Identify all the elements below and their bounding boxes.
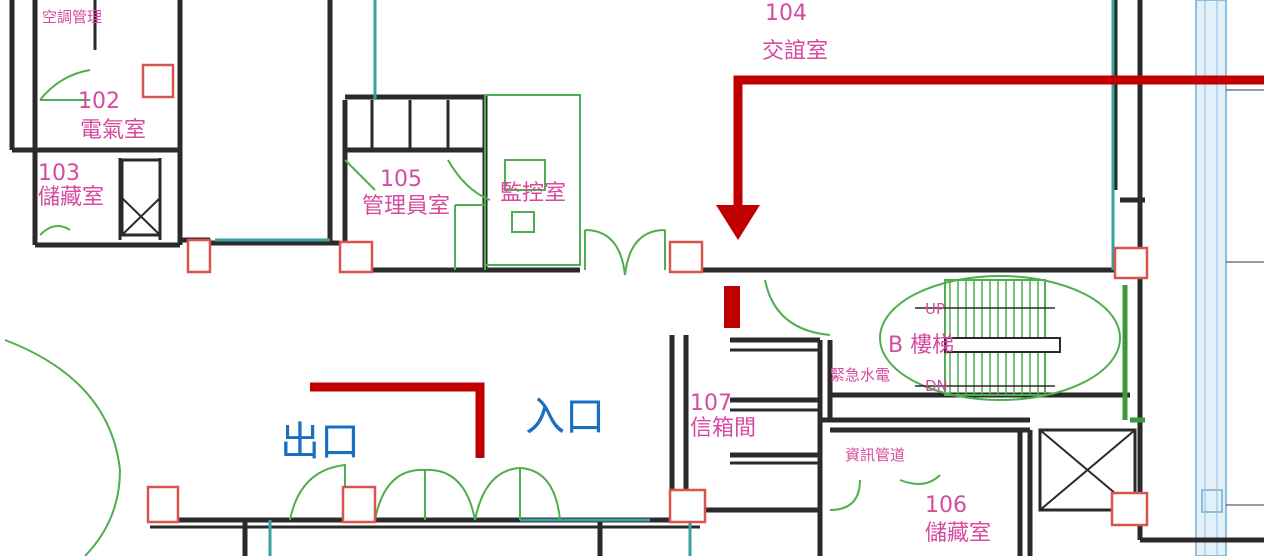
room-102-name: 電氣室 bbox=[80, 118, 146, 143]
room-105-number: 105 bbox=[380, 167, 422, 192]
route-line-bottom bbox=[310, 382, 485, 458]
route-line-top bbox=[733, 75, 1264, 215]
room-105-name: 管理員室 bbox=[362, 194, 450, 219]
info-duct-label: 資訊管道 bbox=[845, 446, 905, 464]
stairs-label: B 樓梯 bbox=[888, 333, 954, 358]
column bbox=[338, 240, 374, 274]
column bbox=[1113, 246, 1149, 280]
route bbox=[310, 75, 1264, 458]
route-arrowhead bbox=[716, 205, 760, 240]
entrance-label: 入口 bbox=[525, 394, 605, 440]
monitor-room-name: 監控室 bbox=[500, 181, 566, 206]
stairs-up: UP bbox=[925, 300, 945, 318]
room-104-name: 交誼室 bbox=[762, 39, 828, 64]
exit-label: 出口 bbox=[280, 419, 360, 465]
column bbox=[1110, 491, 1149, 527]
room-102-number: 102 bbox=[78, 89, 120, 114]
doors bbox=[4, 69, 941, 556]
room-103-number: 103 bbox=[38, 161, 80, 186]
room-106-number: 106 bbox=[925, 493, 967, 518]
room-107-name: 信箱間 bbox=[690, 416, 756, 441]
column bbox=[668, 240, 704, 274]
column bbox=[146, 485, 180, 524]
column bbox=[141, 63, 175, 99]
dimension-strip bbox=[1195, 0, 1264, 556]
room-104-number: 104 bbox=[765, 1, 807, 26]
route-dash bbox=[724, 286, 740, 328]
room-labels: 空調管理 102 電氣室 103 儲藏室 104 交誼室 105 管理員室 監控… bbox=[38, 1, 991, 546]
partitions bbox=[215, 0, 1115, 556]
stairs-dn: DN bbox=[925, 377, 948, 395]
column bbox=[186, 238, 212, 274]
room-103-name: 儲藏室 bbox=[38, 185, 104, 210]
room-107-number: 107 bbox=[690, 391, 732, 416]
room-106-name: 儲藏室 bbox=[925, 521, 991, 546]
stairs-tag: 緊急水電 bbox=[830, 366, 890, 384]
columns bbox=[141, 63, 1149, 527]
stairs bbox=[879, 275, 1145, 423]
column bbox=[341, 485, 377, 524]
room-top-left-name: 空調管理 bbox=[42, 8, 102, 26]
column bbox=[668, 488, 707, 524]
